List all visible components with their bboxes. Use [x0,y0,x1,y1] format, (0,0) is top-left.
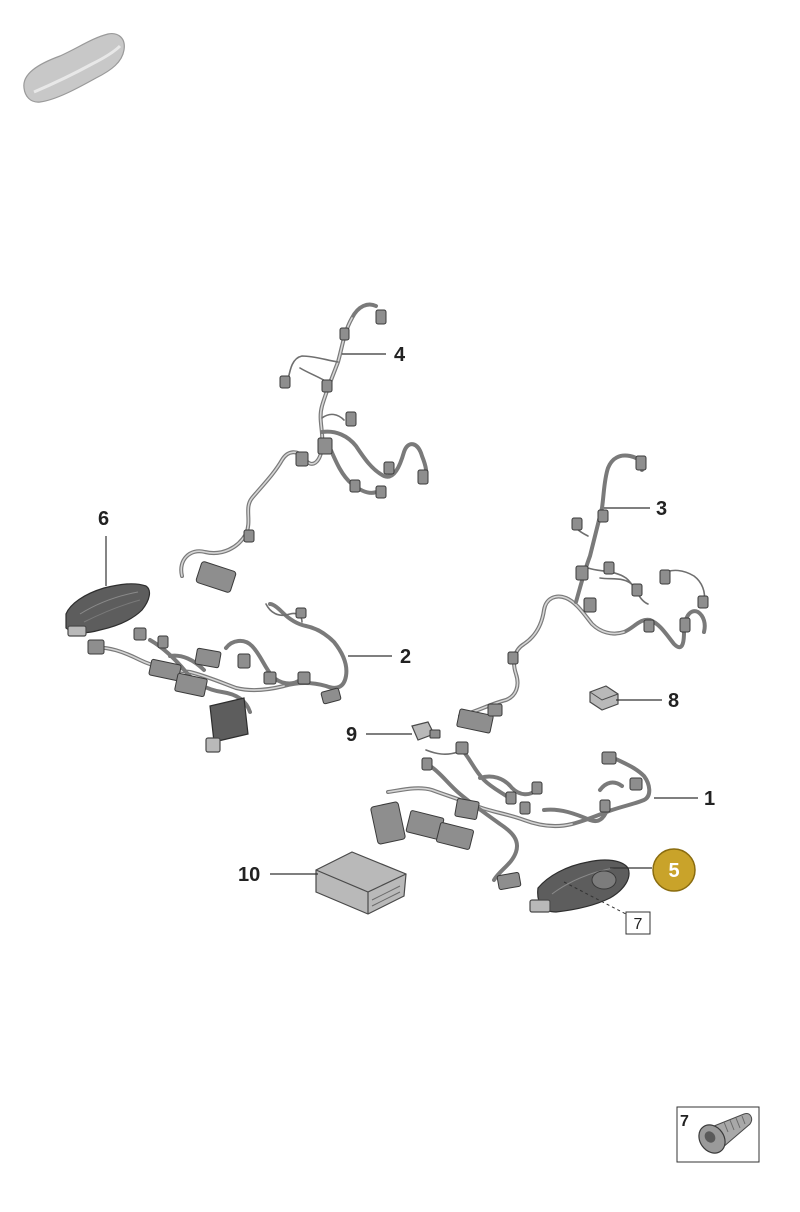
wiring-harness-3[interactable] [456,453,709,734]
screw-icon [698,1113,753,1154]
reference-box-7[interactable]: 7 [625,911,651,935]
callout-5-highlight[interactable]: 5 [652,848,696,892]
connector-8[interactable] [589,685,619,711]
control-unit-10[interactable] [315,851,407,915]
seat-module-5[interactable] [529,859,630,913]
seat-module-6[interactable] [65,583,151,637]
callout-6[interactable]: 6 [98,508,109,530]
wiring-harness-1[interactable] [370,741,652,890]
wiring-harness-4[interactable] [179,302,429,594]
callout-1[interactable]: 1 [704,788,715,810]
callout-7-ref[interactable]: 7 [634,916,643,933]
screw-legend-label: 7 [680,1113,689,1130]
screw-legend-box[interactable]: 7 [676,1106,760,1163]
callout-9[interactable]: 9 [346,724,357,746]
callout-8[interactable]: 8 [668,690,679,712]
reference-box-frame [625,911,651,935]
highlight-circle [652,848,696,892]
callout-5[interactable]: 5 [668,860,679,882]
callout-10[interactable]: 10 [238,864,260,886]
callout-4[interactable]: 4 [394,344,406,366]
callout-2[interactable]: 2 [400,646,411,668]
wiring-harness-2[interactable] [87,602,349,753]
leader-lines [105,353,698,915]
car-silhouette-icon [23,33,125,103]
callout-3[interactable]: 3 [656,498,667,520]
connector-9[interactable] [411,721,441,741]
